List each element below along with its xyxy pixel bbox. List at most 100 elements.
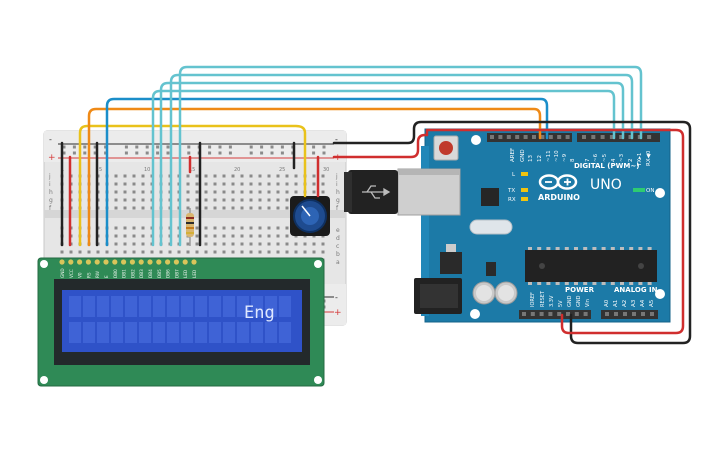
wires[interactable]	[60, 65, 692, 345]
breadboard-hole	[303, 250, 307, 254]
rail-hole	[93, 151, 97, 155]
chip-leg	[574, 282, 578, 285]
breadboard-hole	[276, 182, 280, 186]
row-letter: f	[336, 205, 339, 212]
pin-label: IOREF	[530, 292, 536, 307]
model-label: UNO	[590, 177, 622, 193]
pin-label: GND	[576, 295, 582, 307]
header-hole	[632, 312, 636, 316]
rail-hole	[135, 145, 139, 149]
breadboard-hole	[141, 242, 145, 246]
mounting-hole	[314, 260, 322, 268]
column-number: 10	[144, 167, 150, 173]
pin-label: GND	[520, 149, 526, 162]
breadboard-hole	[249, 250, 253, 254]
potentiometer[interactable]	[290, 196, 330, 236]
pin-label: RX◀0	[646, 150, 652, 166]
breadboard-hole	[240, 250, 244, 254]
wire-ground[interactable]	[332, 120, 692, 345]
pin-label: Vin	[585, 299, 591, 307]
header-hole	[574, 312, 579, 316]
column-number: 25	[279, 167, 285, 173]
wire-cyan[interactable]	[169, 73, 634, 247]
breadboard-hole	[249, 242, 253, 246]
breadboard-hole	[123, 206, 127, 210]
breadboard-hole	[294, 174, 298, 178]
digital-header[interactable]	[487, 133, 660, 142]
rail-hole	[260, 151, 264, 155]
lcd-pin-label: DB5	[157, 269, 162, 278]
wire-power[interactable]	[332, 128, 685, 335]
breadboard-hole	[249, 190, 253, 194]
breadboard-hole	[276, 226, 280, 230]
rail-hole	[280, 151, 284, 155]
pin-label: 3.3V	[549, 295, 555, 307]
breadboard-hole	[240, 190, 244, 194]
lcd-cell	[279, 322, 291, 343]
header-hole	[523, 135, 528, 139]
header-hole	[498, 135, 503, 139]
breadboard-hole	[159, 250, 163, 254]
rail-hole	[312, 145, 316, 149]
breadboard-hole	[123, 174, 127, 178]
reset-button[interactable]	[433, 135, 459, 161]
breadboard-hole	[87, 250, 91, 254]
breadboard-hole	[258, 198, 262, 202]
breadboard-hole	[114, 206, 118, 210]
wire-cyan[interactable]	[151, 89, 616, 247]
rail-hole	[187, 151, 191, 155]
breadboard-hole	[285, 206, 289, 210]
header-hole	[490, 135, 494, 139]
chip-leg	[620, 282, 624, 285]
power-jack	[414, 278, 462, 314]
wire-yellow[interactable]	[78, 124, 307, 247]
analog-header[interactable]	[601, 310, 658, 319]
wire-blue[interactable]	[105, 97, 549, 247]
lcd-pin-pads	[59, 259, 197, 265]
lcd-cell	[209, 322, 221, 343]
arduino-uno-board[interactable]: AREF GND 13 12 ~11 ~10 ~9 8 7 ~6 ~5 4 ~3…	[397, 128, 671, 323]
wire-orange[interactable]	[87, 107, 542, 247]
lcd-cell	[251, 296, 263, 317]
breadboard-hole	[195, 226, 199, 230]
rail-hole	[270, 145, 274, 149]
power-header[interactable]	[519, 310, 591, 319]
rail-hole	[249, 145, 253, 149]
breadboard-hole	[213, 234, 217, 238]
row-letter: g	[336, 197, 340, 204]
header-hole	[548, 312, 553, 316]
breadboard-hole	[222, 226, 226, 230]
rail-hole	[104, 145, 108, 149]
resistor[interactable]	[186, 208, 194, 246]
breadboard-hole	[123, 250, 127, 254]
mounting-hole	[655, 289, 665, 299]
chip-leg	[546, 282, 551, 285]
lcd-cell	[69, 322, 81, 343]
lcd-cell	[237, 296, 249, 317]
wire-cyan[interactable]	[159, 81, 625, 247]
pin-label: A3	[631, 299, 637, 307]
lcd-pin-label: V0	[78, 272, 83, 278]
lcd-pin-label: DB6	[166, 269, 171, 278]
breadboard-hole	[213, 182, 217, 186]
row-letter: g	[49, 197, 53, 204]
breadboard-hole	[321, 242, 325, 246]
lcd-pin-pad	[59, 259, 65, 265]
chip-leg	[546, 247, 551, 250]
lcd-cell	[111, 296, 123, 317]
breadboard-hole	[204, 250, 208, 254]
pin-label: A5	[649, 299, 655, 307]
header-hole	[582, 135, 586, 139]
usb-cable-plug[interactable]	[344, 170, 398, 214]
rail-hole	[124, 145, 128, 149]
breadboard-hole	[195, 174, 199, 178]
lcd-pin-label: DB4	[148, 269, 153, 278]
capacitors	[472, 281, 518, 305]
chip-leg	[528, 282, 532, 285]
wire-cyan[interactable]	[178, 65, 643, 247]
breadboard-hole	[204, 234, 208, 238]
breadboard-hole	[321, 182, 325, 186]
rail-minus-label: -	[49, 135, 52, 144]
rail-hole	[208, 151, 212, 155]
